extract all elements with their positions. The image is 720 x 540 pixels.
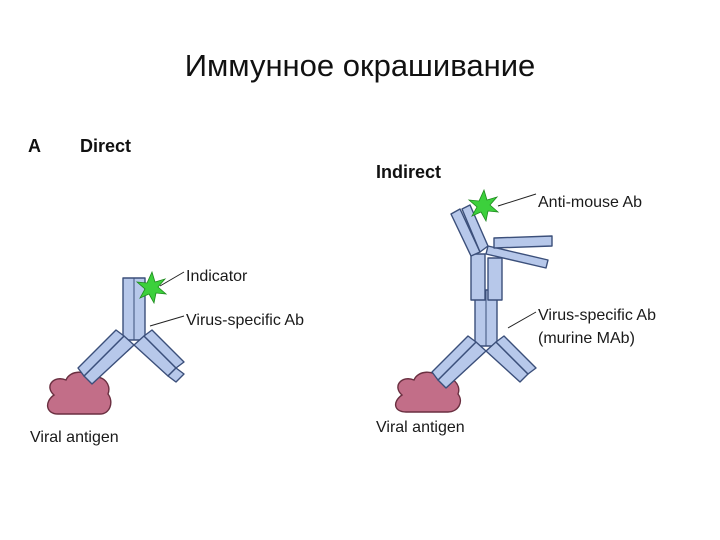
indirect-antigen-label: Viral antigen (376, 419, 465, 436)
indirect-indicator-star (467, 188, 500, 223)
indirect-virus-ab-leader (507, 311, 537, 329)
direct-virus-ab-leader (149, 315, 185, 327)
direct-antigen-label: Viral antigen (30, 429, 119, 446)
direct-heading: Direct (80, 136, 131, 156)
indirect-primary-antibody (431, 289, 537, 389)
indirect-virus-ab-label: Virus-specific Ab (538, 307, 656, 324)
anti-mouse-label: Anti-mouse Ab (538, 194, 642, 211)
direct-antibody (77, 277, 185, 385)
indirect-virus-ab-sublabel: (murine MAb) (538, 330, 635, 347)
slide-title: Иммунное окрашивание (184, 48, 536, 83)
panel-letter: A (28, 136, 41, 156)
indirect-heading: Indirect (376, 162, 441, 182)
direct-antigen (47, 371, 112, 415)
direct-indicator-star (135, 270, 168, 305)
direct-virus-ab-label: Virus-specific Ab (186, 312, 304, 329)
indicator-label: Indicator (186, 268, 248, 285)
indicator-leader (159, 271, 185, 287)
anti-mouse-leader (497, 193, 537, 207)
indirect-secondary-antibody (450, 204, 553, 301)
